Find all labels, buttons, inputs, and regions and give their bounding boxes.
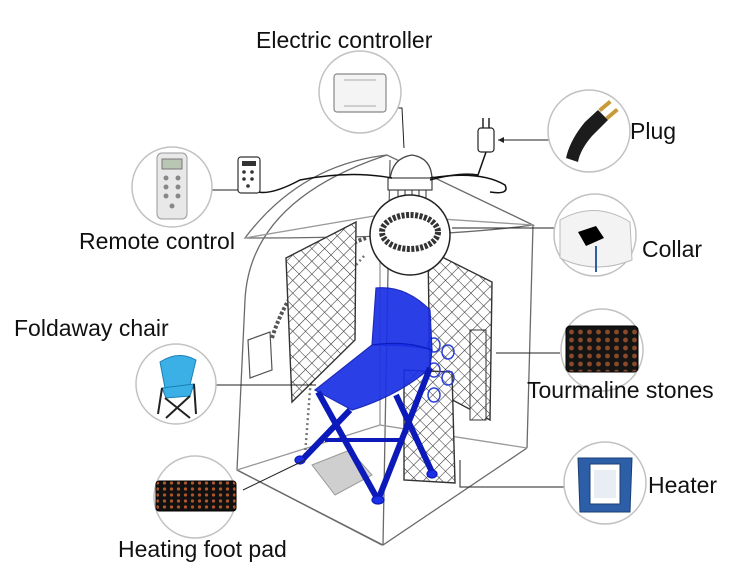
- cables: [257, 151, 507, 194]
- plug-inset: [547, 89, 631, 173]
- controller-on-roof: [387, 154, 433, 198]
- label-electric-controller: Electric controller: [256, 27, 433, 53]
- remote-small: [237, 156, 261, 194]
- mesh-panel-back-bottom: [469, 329, 487, 421]
- collar-inset: [553, 193, 637, 277]
- label-heater: Heater: [648, 472, 718, 498]
- heating-foot-pad-inset: [153, 455, 237, 539]
- label-collar: Collar: [642, 236, 703, 262]
- label-plug: Plug: [630, 118, 677, 144]
- plug-small: [477, 118, 495, 153]
- electric-controller-inset: [318, 50, 402, 134]
- blue-chair: [294, 287, 438, 505]
- label-foldaway-chair: Foldaway chair: [14, 315, 169, 341]
- remote-control-inset: [131, 146, 213, 228]
- collar-ring: [369, 194, 451, 276]
- callout-lines: [211, 107, 569, 491]
- label-tourmaline-stones: Tourmaline stones: [527, 377, 714, 403]
- side-window: [247, 331, 273, 379]
- foldaway-chair-inset: [135, 343, 217, 425]
- plug-arrow: [498, 137, 504, 143]
- heater-inset: [563, 441, 647, 525]
- tourmaline-stones-inset: [560, 308, 644, 392]
- label-remote-control: Remote control: [79, 228, 235, 254]
- mesh-panel-left: [285, 220, 357, 404]
- label-heating-foot-pad: Heating foot pad: [118, 536, 287, 562]
